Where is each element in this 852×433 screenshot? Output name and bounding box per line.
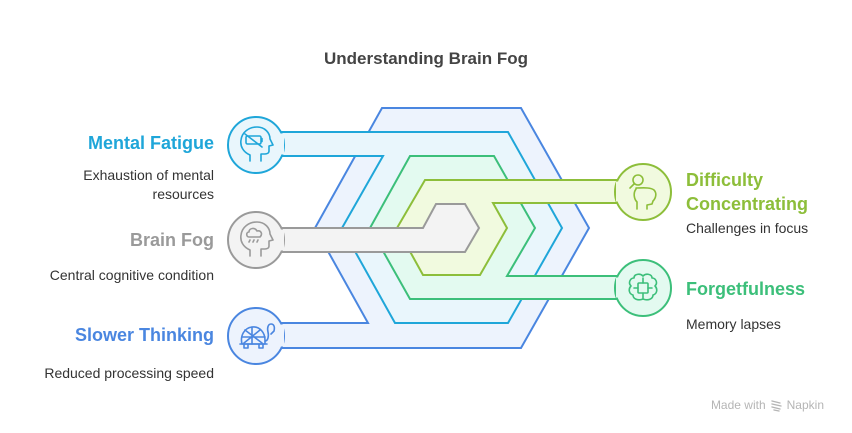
head-magnifier-icon — [629, 174, 657, 210]
description-forgetfulness: Memory lapses — [686, 316, 781, 332]
band-circle-join — [616, 277, 624, 298]
circle-slower-thinking — [227, 307, 285, 365]
diagram-title: Understanding Brain Fog — [324, 49, 528, 68]
napkin-logo-icon — [770, 399, 782, 412]
description-brain-fog: Central cognitive condition — [49, 267, 214, 283]
circle-mental-fatigue — [227, 116, 285, 174]
band-circle-join — [276, 324, 284, 347]
circle-difficulty-concentrating — [614, 163, 672, 221]
head-rain-cloud-icon — [240, 221, 274, 257]
footer-made-with: Made with — [710, 398, 766, 412]
description-mental-fatigue: Exhaustion of mental resources — [40, 166, 214, 204]
description-mental-fatigue-line1: Exhaustion of mental — [83, 167, 214, 183]
band-circle-join — [276, 229, 284, 251]
circle-forgetfulness — [614, 259, 672, 317]
footer-attribution: Made with Napkin — [711, 398, 824, 412]
head-empty-battery-icon — [240, 126, 274, 162]
footer-brand: Napkin — [786, 398, 824, 412]
circle-brain-fog — [227, 211, 285, 269]
label-difficulty-concentrating-line1: Difficulty — [686, 170, 764, 190]
band-brain-fog — [227, 203, 481, 269]
label-difficulty-concentrating-line2: Concentrating — [686, 194, 809, 214]
band-circle-join — [276, 133, 284, 155]
label-difficulty-concentrating: Difficulty Concentrating — [686, 168, 808, 216]
description-mental-fatigue-line2: resources — [152, 186, 214, 202]
description-slower-thinking: Reduced processing speed — [44, 365, 214, 381]
description-difficulty-concentrating: Challenges in focus — [686, 220, 809, 236]
brain-chip-icon — [628, 273, 658, 301]
label-mental-fatigue: Mental Fatigue — [87, 133, 214, 153]
label-forgetfulness: Forgetfulness — [686, 279, 806, 299]
label-brain-fog: Brain Fog — [130, 230, 214, 250]
band-brain-fog-shape — [267, 203, 481, 253]
band-circle-join — [616, 181, 624, 202]
turtle-icon — [239, 323, 276, 349]
label-slower-thinking: Slower Thinking — [74, 325, 214, 345]
